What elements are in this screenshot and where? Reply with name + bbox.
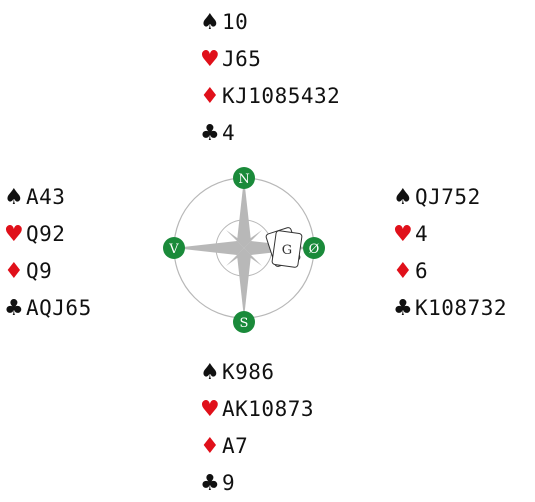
east-hand: ♠ QJ752 ♥ 4 ♦ 6 ♣ K108732 <box>393 179 507 327</box>
compass-west-badge: V <box>163 237 185 259</box>
spade-icon: ♠ <box>4 185 24 210</box>
diamond-icon: ♦ <box>200 434 220 459</box>
compass-west-label: V <box>168 242 179 257</box>
east-hearts: 4 <box>415 222 429 246</box>
west-spades-row: ♠ A43 <box>4 179 92 216</box>
diamond-icon: ♦ <box>200 84 220 109</box>
compass-east-label: Ø <box>309 242 320 257</box>
east-hearts-row: ♥ 4 <box>393 216 507 253</box>
compass-point-north <box>237 178 251 248</box>
east-spades: QJ752 <box>415 185 481 209</box>
south-hearts: AK10873 <box>222 397 315 421</box>
north-hearts-row: ♥ J65 <box>200 41 340 78</box>
compass-star <box>174 178 314 318</box>
club-icon: ♣ <box>393 296 413 321</box>
west-hearts-row: ♥ Q92 <box>4 216 92 253</box>
south-hand: ♠ K986 ♥ AK10873 ♦ A7 ♣ 9 <box>200 354 314 502</box>
diamond-icon: ♦ <box>393 259 413 284</box>
dealer-card-label: G <box>282 243 292 258</box>
north-hearts: J65 <box>222 47 262 71</box>
compass-point-sw <box>226 248 244 266</box>
west-diamonds: Q9 <box>26 259 53 283</box>
north-spades: 10 <box>222 10 249 34</box>
compass-point-nw <box>226 230 244 248</box>
south-clubs-row: ♣ 9 <box>200 465 314 502</box>
south-diamonds-row: ♦ A7 <box>200 428 314 465</box>
east-clubs: K108732 <box>415 296 508 320</box>
compass-north-label: N <box>238 172 249 187</box>
spade-icon: ♠ <box>200 10 220 35</box>
north-diamonds-row: ♦ KJ1085432 <box>200 78 340 115</box>
north-hand: ♠ 10 ♥ J65 ♦ KJ1085432 ♣ 4 <box>200 4 340 152</box>
club-icon: ♣ <box>200 121 220 146</box>
south-clubs: 9 <box>222 471 236 495</box>
compass-north-badge: N <box>233 167 255 189</box>
west-clubs-row: ♣ AQJ65 <box>4 290 92 327</box>
compass-point-ne <box>244 230 262 248</box>
east-clubs-row: ♣ K108732 <box>393 290 507 327</box>
heart-icon: ♥ <box>200 397 220 422</box>
south-hearts-row: ♥ AK10873 <box>200 391 314 428</box>
club-icon: ♣ <box>4 296 24 321</box>
compass-point-south <box>237 248 251 318</box>
north-spades-row: ♠ 10 <box>200 4 340 41</box>
north-clubs-row: ♣ 4 <box>200 115 340 152</box>
south-diamonds: A7 <box>222 434 249 458</box>
dealer-card: G <box>265 227 303 268</box>
club-icon: ♣ <box>200 471 220 496</box>
east-diamonds-row: ♦ 6 <box>393 253 507 290</box>
west-clubs: AQJ65 <box>26 296 92 320</box>
spade-icon: ♠ <box>200 360 220 385</box>
west-hand: ♠ A43 ♥ Q92 ♦ Q9 ♣ AQJ65 <box>4 179 92 327</box>
compass-east-badge: Ø <box>303 237 325 259</box>
east-spades-row: ♠ QJ752 <box>393 179 507 216</box>
diamond-icon: ♦ <box>4 259 24 284</box>
south-spades: K986 <box>222 360 275 384</box>
heart-icon: ♥ <box>200 47 220 72</box>
west-spades: A43 <box>26 185 66 209</box>
west-hearts: Q92 <box>26 222 66 246</box>
spade-icon: ♠ <box>393 185 413 210</box>
heart-icon: ♥ <box>4 222 24 247</box>
north-clubs: 4 <box>222 121 236 145</box>
north-diamonds: KJ1085432 <box>222 84 341 108</box>
heart-icon: ♥ <box>393 222 413 247</box>
compass-south-badge: S <box>233 311 255 333</box>
west-diamonds-row: ♦ Q9 <box>4 253 92 290</box>
east-diamonds: 6 <box>415 259 429 283</box>
compass-point-west <box>174 241 244 255</box>
compass-south-label: S <box>240 316 249 331</box>
compass-point-se <box>244 248 262 266</box>
compass-rose: G N S V Ø <box>163 167 325 333</box>
south-spades-row: ♠ K986 <box>200 354 314 391</box>
